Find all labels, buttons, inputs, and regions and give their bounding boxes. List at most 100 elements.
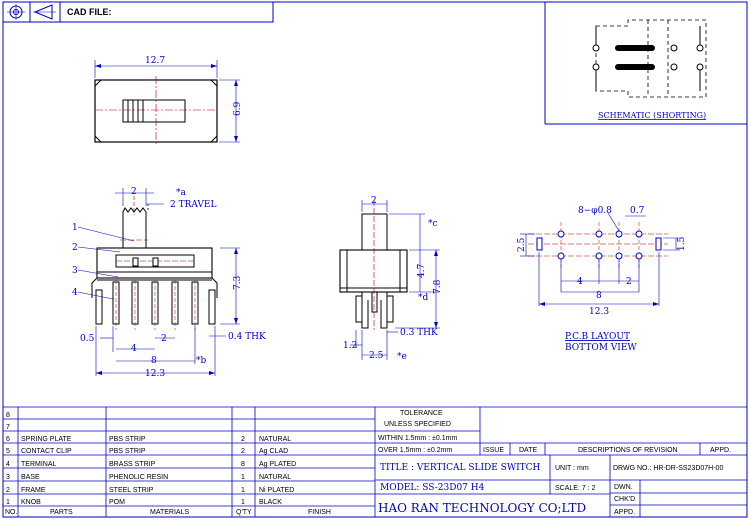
side-12-dim: 1.2	[343, 341, 357, 351]
front-2-dim: 2	[161, 334, 167, 344]
side-e-note: *e	[397, 352, 407, 362]
parts-cell-no: 4	[6, 461, 10, 468]
title-block	[375, 406, 747, 517]
parts-cell-no: 2	[6, 487, 10, 494]
front-height-dim: 7.3	[233, 275, 243, 290]
parts-cell-finish: Ag CLAD	[259, 448, 288, 455]
callout-4: 4	[72, 288, 78, 298]
front-8-dim: 8	[151, 356, 157, 366]
parts-cell-no: 7	[6, 424, 10, 431]
parts-cell-material: PBS STRIP	[109, 448, 146, 455]
tolerance-title: TOLERANCE	[400, 410, 443, 417]
company-name: HAO RAN TECHNOLOGY CO;LTD	[378, 501, 586, 515]
revision-desc: DESCRIPTIONS OF REVISION	[578, 447, 678, 454]
parts-cell-qty: 8	[241, 461, 245, 468]
parts-cell-finish: Ag PLATED	[259, 461, 296, 468]
parts-cell-qty: 1	[241, 499, 245, 506]
side-25-dim: 2.5	[369, 351, 384, 361]
side-d-note: *d	[418, 293, 429, 303]
pcb-2-dim: 2	[626, 277, 632, 287]
drawing-number: DRWG NO.: HR-DR-SS23D07H-00	[613, 465, 723, 472]
front-4-dim: 4	[131, 344, 137, 354]
front-123-dim: 12.3	[145, 369, 165, 379]
parts-cell-qty: 2	[241, 436, 245, 443]
header-block: CAD FILE:	[2, 1, 274, 23]
parts-cell-material: POM	[109, 499, 125, 506]
front-05-dim: 0.5	[80, 334, 95, 344]
parts-table	[3, 406, 376, 517]
parts-cell-no: 3	[6, 474, 10, 481]
front-travel-dim: 2 TRAVEL	[170, 200, 216, 210]
cad-file-label: CAD FILE:	[67, 7, 112, 17]
tolerance-within: WITHIN 1.5mm : ±0.1mm	[378, 435, 457, 442]
side-view: 2 *c 4.7 *d 7.8 0.3 THK 1.2 2.5 *e	[339, 196, 443, 362]
parts-cell-material: PHENOLIC RESIN	[109, 474, 168, 481]
dwn-label: DWN.	[614, 484, 633, 491]
pcb-07-dim: 0.7	[630, 206, 645, 216]
pcb-4-dim: 4	[577, 277, 583, 287]
front-view: 2 *a 2 TRAVEL 1 2 3 4 7.3 0.4 THK 0.5 4 …	[72, 187, 266, 379]
callout-1: 1	[72, 223, 78, 233]
side-47-dim: 4.7	[417, 263, 427, 278]
front-a-note: *a	[176, 188, 187, 198]
pcb-25-dim: 2.5	[517, 237, 527, 252]
parts-cell-no: 6	[6, 436, 10, 443]
unit-label: UNIT : mm	[555, 465, 589, 472]
side-2-dim: 2	[371, 196, 377, 206]
front-knob-dim: 2	[131, 187, 137, 197]
front-b-note: *b	[196, 356, 207, 366]
header-no: NO.	[5, 509, 18, 516]
pcb-123-dim: 12.3	[589, 307, 609, 317]
callout-2: 2	[72, 243, 78, 253]
side-thk-dim: 0.3 THK	[400, 328, 438, 338]
parts-cell-name: CONTACT CLIP	[21, 448, 72, 455]
side-c-note: *c	[428, 219, 438, 229]
parts-cell-material: BRASS STRIP	[109, 461, 156, 468]
parts-cell-finish: NATURAL	[259, 474, 291, 481]
parts-cell-no: 5	[6, 448, 10, 455]
tolerance-over: OVER 1.5mm : ±0.2mm	[378, 447, 452, 454]
appd-label: APPD.	[614, 509, 635, 516]
parts-cell-name: FRAME	[21, 487, 46, 494]
revision-appd: APPD.	[710, 447, 731, 454]
header-qty: Q'TY	[236, 509, 252, 516]
parts-cell-qty: 1	[241, 474, 245, 481]
revision-issue: ISSUE	[483, 447, 504, 454]
side-78-dim: 7.8	[433, 279, 443, 294]
pcb-8-dim: 8	[596, 291, 602, 301]
header-finish: FINISH	[308, 509, 331, 516]
pcb-holes-dim: 8−φ0.8	[578, 206, 612, 216]
parts-cell-no: 1	[6, 499, 10, 506]
scale-label: SCALE: 7 : 2	[555, 485, 596, 492]
parts-cell-name: BASE	[21, 474, 40, 481]
parts-cell-qty: 1	[241, 487, 245, 494]
model-label: MODEL: SS-23D07 H4	[380, 483, 485, 493]
parts-cell-finish: NATURAL	[259, 436, 291, 443]
parts-cell-material: STEEL STRIP	[109, 487, 154, 494]
pcb-caption: P.C.B LAYOUT	[565, 332, 630, 342]
pcb-layout: 8−φ0.8 0.7 2.5 1.5 4 2 8 12.3 P.C.B LAYO…	[517, 206, 687, 353]
parts-cell-material: PBS STRIP	[109, 436, 146, 443]
drawing-title: TITLE : VERTICAL SLIDE SWITCH	[380, 463, 541, 473]
header-parts: PARTS	[50, 509, 73, 516]
parts-cell-finish: BLACK	[259, 499, 282, 506]
top-height-dim: 6.9	[233, 101, 243, 116]
parts-cell-name: TERMINAL	[21, 461, 57, 468]
schematic-box: SCHEMATIC (SHORTING)	[544, 2, 747, 125]
pcb-subcaption: BOTTOM VIEW	[565, 343, 637, 353]
tolerance-subtitle: UNLESS SPECIFIED	[384, 421, 451, 428]
callout-3: 3	[72, 266, 78, 276]
pcb-15-dim: 1.5	[677, 236, 687, 251]
top-width-dim: 12.7	[145, 56, 165, 66]
header-materials: MATERIALS	[150, 509, 189, 516]
chkd-label: CHK'D	[614, 496, 635, 503]
top-view: 12.7 6.9	[94, 56, 243, 146]
revision-date: DATE	[519, 447, 537, 454]
parts-cell-name: SPRING PLATE	[21, 436, 72, 443]
front-thk-dim: 0.4 THK	[228, 332, 266, 342]
parts-cell-no: 8	[6, 412, 10, 419]
parts-cell-name: KNOB	[21, 499, 41, 506]
parts-cell-finish: Ni PLATED	[259, 487, 294, 494]
